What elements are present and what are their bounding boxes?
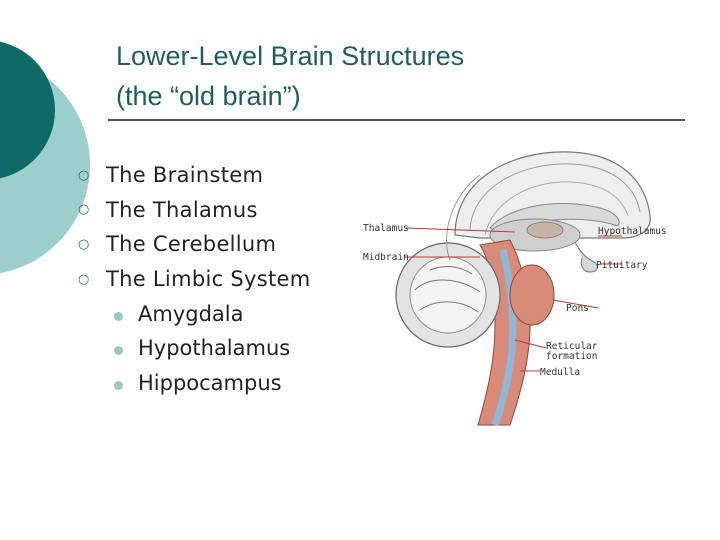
ring-bullet-icon: ○ [78,167,90,183]
pons-leader-line [552,299,599,309]
label-pituitary: Pituitary [596,260,648,271]
bullet-item: ○ The Brainstem [78,158,311,193]
label-medulla: Medulla [540,367,580,378]
title-divider [108,119,685,121]
dot-bullet-icon [114,311,123,321]
thalamus-nucleus-shape [526,221,564,239]
label-reticular-line-2: formation [546,351,597,362]
sub-bullet-text: Amygdala [138,301,244,326]
bullet-item: ○ The Cerebellum [78,227,311,262]
ring-bullet-icon: ○ [78,202,90,218]
label-pons: Pons [566,303,589,314]
reticular-leader-line [514,339,547,349]
bullet-text: The Brainstem [106,163,264,188]
label-midbrain: Midbrain [363,252,409,263]
bullet-text: The Thalamus [106,197,258,222]
bullet-item: ○ The Limbic System [78,262,311,297]
dot-bullet-icon [114,346,123,356]
sub-bullet-item: Hippocampus [78,366,311,401]
cerebellum-folia [414,266,481,313]
decorative-circles [0,0,110,300]
slide-title-line-1: Lower-Level Brain Structures [116,41,465,71]
ring-bullet-icon: ○ [78,271,90,287]
sub-bullet-item: Amygdala [78,296,311,331]
sub-bullet-text: Hypothalamus [138,336,291,361]
bullet-item: ○ The Thalamus [78,193,311,228]
cortex-fold [469,163,641,231]
bullet-list: ○ The Brainstem ○ The Thalamus ○ The Cerebe… [78,158,311,400]
bullet-text: The Limbic System [106,267,311,292]
cerebellum-inner-shape [409,256,487,334]
cortex-fold [484,181,629,236]
reticular-formation-shape [491,249,517,427]
brain-diagram: Thalamus Midbrain Hypothalamus Pituitary… [360,140,670,430]
thalamus-leader-line [405,227,516,233]
dot-bullet-icon [114,380,123,390]
label-thalamus: Thalamus [363,223,409,234]
dark-teal-circle [0,41,55,179]
bullet-text: The Cerebellum [106,232,277,257]
label-hypothalamus: Hypothalamus [598,226,667,237]
pons-shape [509,264,555,326]
slide-title-line-2: (the “old brain”) [116,81,301,111]
skull-outline [446,174,481,261]
ring-bullet-icon: ○ [78,236,90,252]
sub-bullet-text: Hippocampus [138,370,282,395]
pituitary-shape [574,241,598,273]
label-reticular-line-1: Reticular [546,341,598,352]
sub-bullet-item: Hypothalamus [78,331,311,366]
slide-title: Lower-Level Brain Structures (the “old b… [116,36,676,116]
